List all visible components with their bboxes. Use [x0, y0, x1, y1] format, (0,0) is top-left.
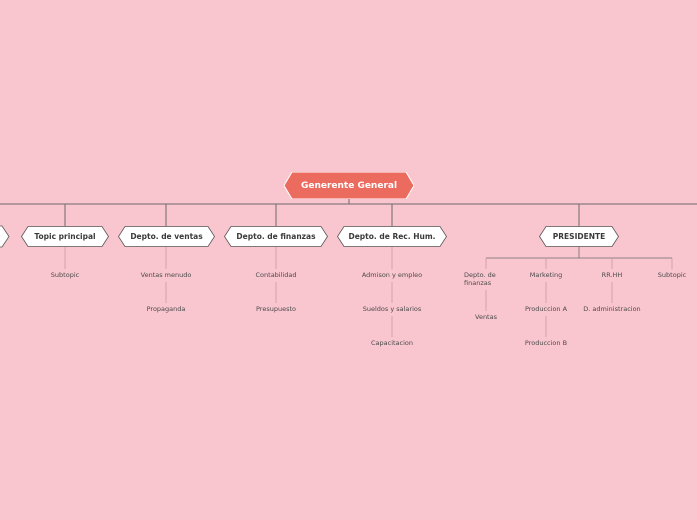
dept-node-shape: [539, 226, 619, 247]
dept-node-finanzas[interactable]: Depto. de finanzas: [224, 226, 328, 247]
dept-node-presidente[interactable]: PRESIDENTE: [539, 226, 619, 247]
dept-node-shape: [224, 226, 328, 247]
pres-depto-finanzas-node[interactable]: Depto. de finanzas: [464, 271, 496, 287]
admision-empleo-node[interactable]: Admison y empleo: [361, 271, 423, 279]
sueldos-salarios-node[interactable]: Sueldos y salarios: [362, 305, 422, 313]
dept-node-label: PRESIDENTE: [552, 232, 606, 241]
root-node[interactable]: Generente General: [284, 172, 414, 199]
produccion-a-node[interactable]: Produccion A: [524, 305, 568, 313]
dept-node-rechum[interactable]: Depto. de Rec. Hum.: [337, 226, 447, 247]
rrhh-node[interactable]: RR.HH: [601, 271, 623, 279]
root-node-shape: [284, 172, 414, 199]
dept-node-label: Topic principal: [34, 232, 96, 241]
dept-node-shape: [21, 226, 109, 247]
dept-node-label: Depto. de Rec. Hum.: [348, 232, 436, 241]
dept-node-topic[interactable]: Topic principal: [21, 226, 109, 247]
capacitacion-node[interactable]: Capacitacion: [370, 339, 414, 347]
marketing-node[interactable]: Marketing: [529, 271, 563, 279]
dept-node-ventas[interactable]: Depto. de ventas: [118, 226, 215, 247]
propaganda-node[interactable]: Propaganda: [146, 305, 186, 313]
subtopic-node[interactable]: Subtopic: [50, 271, 80, 279]
pres-ventas-node[interactable]: Ventas: [475, 313, 497, 321]
dept-node-shape: [337, 226, 447, 247]
contabilidad-node[interactable]: Contabilidad: [255, 271, 297, 279]
produccion-b-node[interactable]: Produccion B: [524, 339, 568, 347]
pres-subtopic-node[interactable]: Subtopic: [657, 271, 687, 279]
root-node-label: Generente General: [300, 180, 398, 191]
dept-node-shape: [118, 226, 215, 247]
dept-node-label: Depto. de ventas: [130, 232, 203, 241]
d-administracion-node[interactable]: D. administracion: [583, 305, 641, 313]
ventas-menudo-node[interactable]: Ventas menudo: [140, 271, 192, 279]
dept-node-label: Depto. de finanzas: [236, 232, 316, 241]
presupuesto-node[interactable]: Presupuesto: [256, 305, 296, 313]
